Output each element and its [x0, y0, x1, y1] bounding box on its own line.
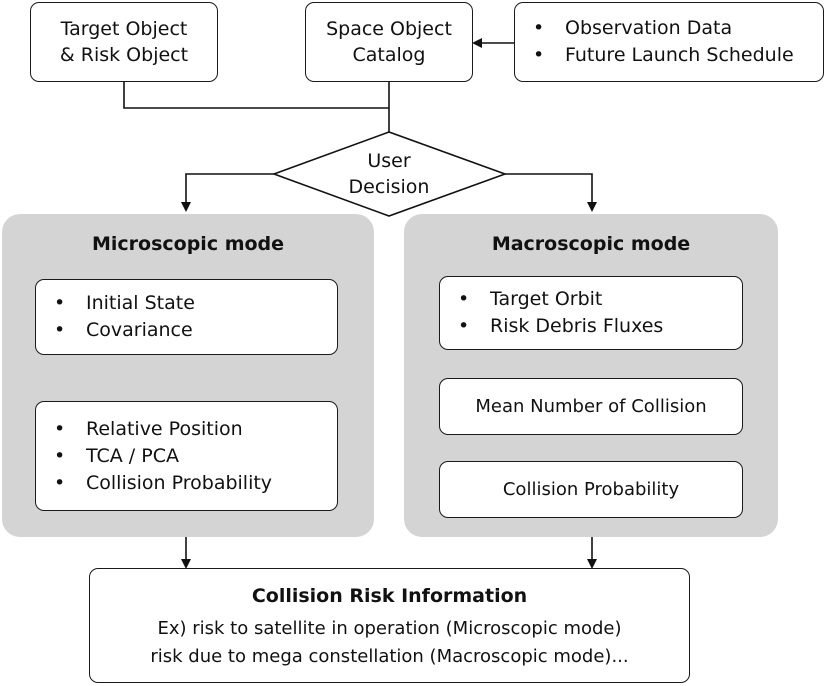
catalog-line1: Space Object — [326, 18, 452, 40]
catalog-line2: Catalog — [352, 44, 426, 66]
micro-state-box: Initial State Covariance — [35, 279, 338, 355]
macro-orbit-list: Target Orbit Risk Debris Fluxes — [440, 286, 742, 340]
target-object-line2: & Risk Object — [59, 44, 189, 66]
collision-risk-line1: Ex) risk to satellite in operation (Micr… — [157, 618, 622, 639]
list-item: Observation Data — [515, 15, 815, 42]
observation-inputs-box: Observation Data Future Launch Schedule — [514, 2, 824, 82]
decision-line1: User — [367, 150, 411, 172]
list-item: Relative Position — [36, 416, 337, 443]
target-object-line1: Target Object — [60, 18, 188, 40]
micro-results-list: Relative Position TCA / PCA Collision Pr… — [36, 416, 337, 497]
line-target-merge — [123, 82, 389, 109]
list-item: Initial State — [36, 290, 337, 317]
macroscopic-mode-title: Macroscopic mode — [491, 233, 691, 255]
list-item: Future Launch Schedule — [515, 42, 815, 69]
decision-diamond — [271, 131, 508, 217]
list-item: Covariance — [36, 317, 337, 344]
list-item: Target Orbit — [440, 286, 742, 313]
macro-collision-probability-label: Collision Probability — [502, 478, 680, 500]
collision-risk-info-box: Collision Risk Information Ex) risk to s… — [89, 568, 690, 683]
decision-label: User Decision — [330, 148, 448, 200]
list-item: Collision Probability — [36, 470, 337, 497]
target-object-box: Target Object & Risk Object — [30, 2, 218, 82]
micro-state-list: Initial State Covariance — [36, 290, 337, 344]
arrow-decision-to-micro — [181, 173, 274, 212]
observation-inputs-list: Observation Data Future Launch Schedule — [515, 15, 823, 69]
collision-risk-title: Collision Risk Information — [251, 585, 528, 607]
space-object-catalog-box: Space Object Catalog — [305, 2, 473, 82]
micro-results-box: Relative Position TCA / PCA Collision Pr… — [35, 401, 338, 511]
decision-line2: Decision — [348, 176, 430, 198]
macro-mean-number-label: Mean Number of Collision — [475, 395, 707, 417]
list-item: Risk Debris Fluxes — [440, 313, 742, 340]
macro-orbit-box: Target Orbit Risk Debris Fluxes — [439, 276, 743, 350]
macro-collision-probability-box: Collision Probability — [439, 461, 743, 518]
collision-risk-line2: risk due to mega constellation (Macrosco… — [150, 646, 629, 667]
macro-mean-number-box: Mean Number of Collision — [439, 378, 743, 435]
arrow-decision-to-macro — [505, 173, 597, 212]
list-item: TCA / PCA — [36, 443, 337, 470]
microscopic-mode-title: Microscopic mode — [91, 233, 285, 255]
